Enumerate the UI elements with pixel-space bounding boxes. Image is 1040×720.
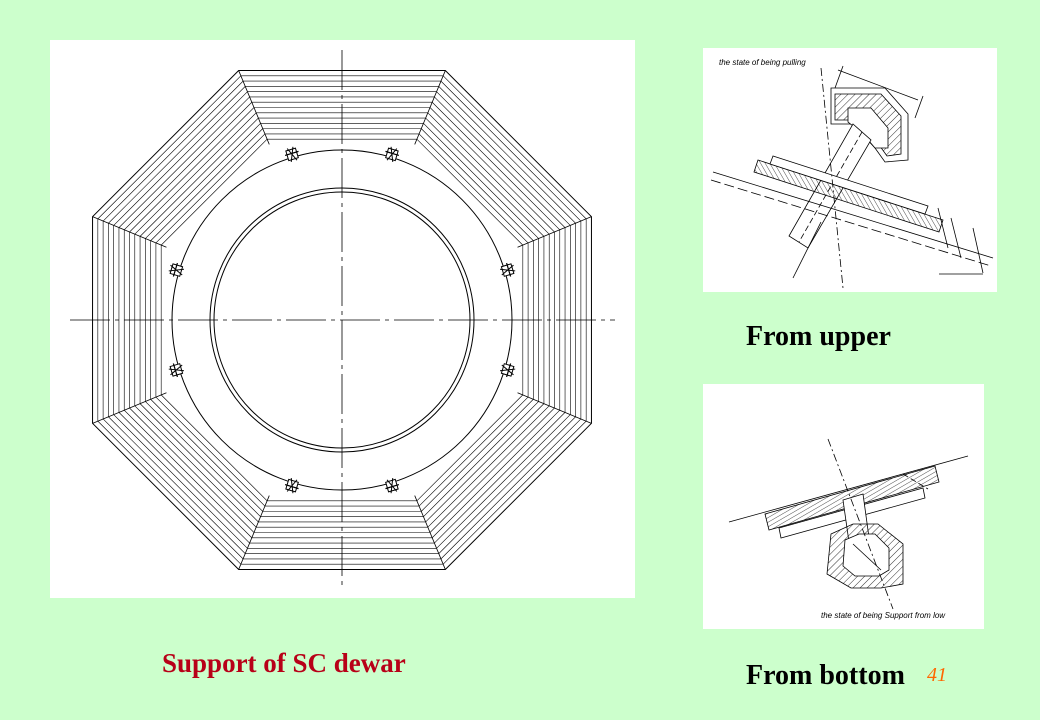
page-number: 41 xyxy=(927,664,947,686)
upper-caption: From upper xyxy=(746,321,891,352)
bottom-caption: From bottom xyxy=(746,660,905,691)
bottom-detail-drawing: the state of being Support from low xyxy=(703,384,984,629)
bottom-drawing-note: the state of being Support from low xyxy=(821,611,946,620)
main-caption: Support of SC dewar xyxy=(162,648,406,678)
octagon-dewar-svg xyxy=(70,50,615,588)
upper-detail-svg: the state of being pulling xyxy=(710,58,994,289)
upper-detail-drawing: the state of being pulling xyxy=(703,48,997,292)
bottom-detail-svg: the state of being Support from low xyxy=(728,438,969,620)
upper-drawing-note: the state of being pulling xyxy=(719,58,806,67)
dewar-support-drawing xyxy=(50,40,635,598)
